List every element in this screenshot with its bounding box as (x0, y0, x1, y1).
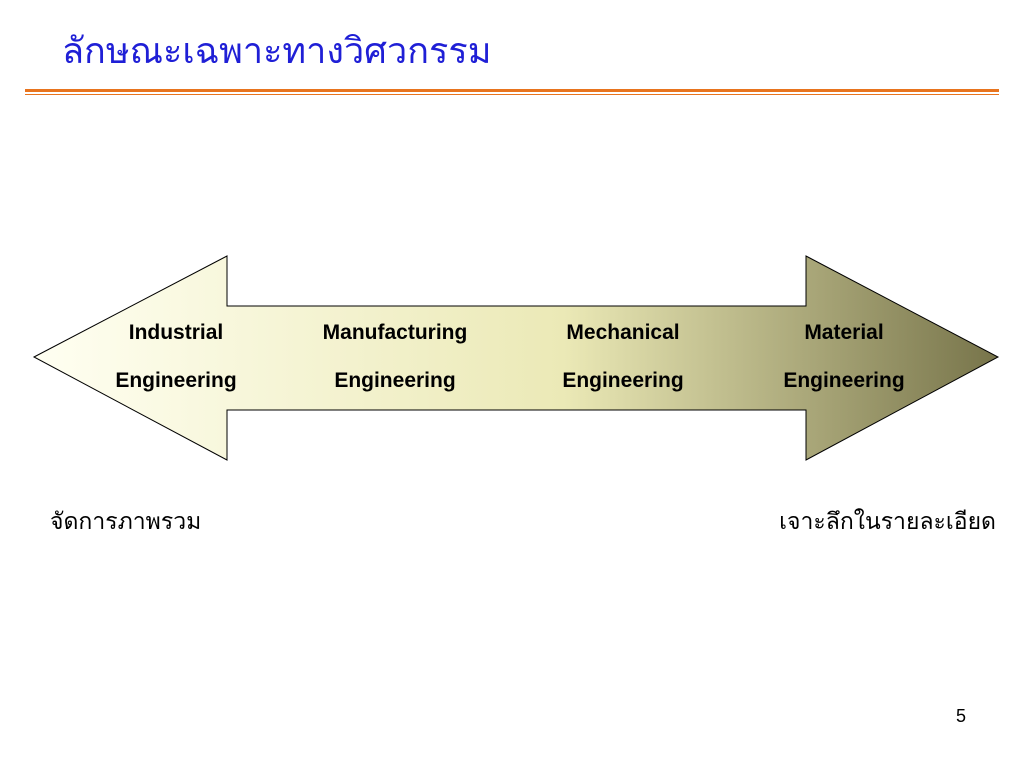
discipline-line1: Mechanical (566, 321, 680, 344)
title-divider-thick (25, 89, 999, 92)
caption-detail: เจาะลึกในรายละเอียด (779, 509, 996, 535)
discipline-industrial: Industrial Engineering (66, 309, 286, 405)
discipline-line1: Manufacturing (322, 321, 468, 344)
discipline-material: Material Engineering (734, 309, 954, 405)
discipline-line2: Engineering (115, 369, 237, 392)
discipline-line2: Engineering (562, 369, 684, 392)
discipline-line2: Engineering (334, 369, 456, 392)
discipline-line2: Engineering (783, 369, 905, 392)
discipline-manufacturing: Manufacturing Engineering (285, 309, 505, 405)
caption-overview: จัดการภาพรวม (50, 509, 202, 535)
title-divider-thin (25, 94, 999, 95)
page-title: ลักษณะเฉพาะทางวิศวกรรม (62, 31, 492, 72)
title-divider (25, 89, 999, 96)
double-headed-arrow-shape (32, 255, 1000, 461)
discipline-line1: Industrial (128, 321, 224, 344)
discipline-mechanical: Mechanical Engineering (513, 309, 733, 405)
page-number: 5 (955, 706, 966, 726)
discipline-line1: Material (804, 321, 884, 344)
